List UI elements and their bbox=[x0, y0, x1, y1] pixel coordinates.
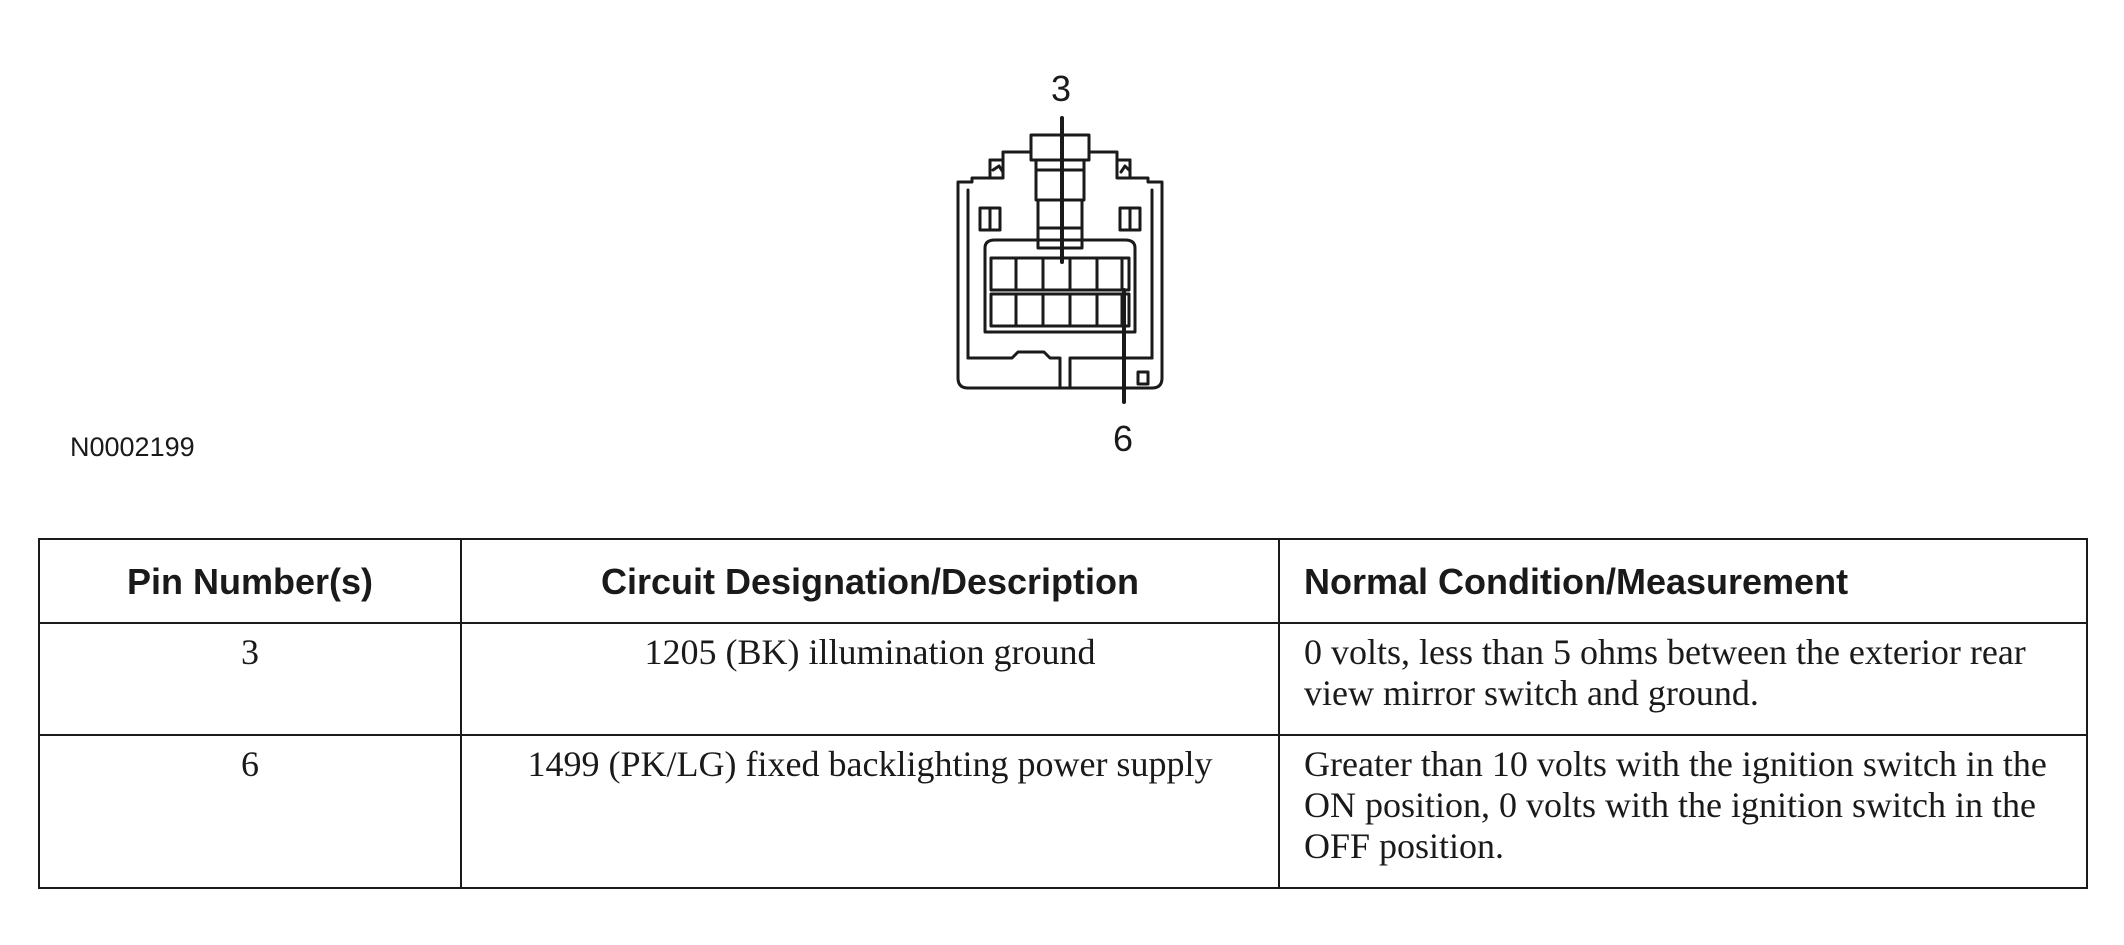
header-circuit-description: Circuit Designation/Description bbox=[460, 538, 1280, 624]
table-row: 3 1205 (BK) illumination ground 0 volts,… bbox=[38, 622, 2088, 736]
circuit-description-cell: 1205 (BK) illumination ground bbox=[460, 622, 1280, 736]
terminal-row-top bbox=[989, 256, 1131, 292]
left-clip-hook bbox=[991, 164, 1005, 174]
normal-condition-cell: 0 volts, less than 5 ohms between the ex… bbox=[1278, 622, 2088, 736]
cavity-frame bbox=[983, 238, 1137, 334]
header-pin-number: Pin Number(s) bbox=[38, 538, 462, 624]
right-clip bbox=[1115, 158, 1132, 180]
terminal-row-bottom bbox=[989, 292, 1131, 328]
base-notch bbox=[1136, 370, 1150, 386]
normal-condition-cell: Greater than 10 volts with the ignition … bbox=[1278, 734, 2088, 889]
connector-body-outline bbox=[956, 133, 1164, 390]
left-clip bbox=[988, 158, 1005, 180]
connector-diagram: 3 6 bbox=[956, 68, 1164, 459]
connector-drawing bbox=[956, 116, 1164, 404]
connector-base bbox=[966, 350, 1062, 390]
callout-label-3: 3 bbox=[1051, 68, 1072, 109]
figure-id: N0002199 bbox=[70, 432, 195, 462]
circuit-description-cell: 1499 (PK/LG) fixed backlighting power su… bbox=[460, 734, 1280, 889]
callout-label-6: 6 bbox=[1113, 418, 1134, 459]
header-normal-condition: Normal Condition/Measurement bbox=[1278, 538, 2088, 624]
pin-number-cell: 6 bbox=[38, 734, 462, 889]
table-row: 6 1499 (PK/LG) fixed backlighting power … bbox=[38, 734, 2088, 889]
right-clip-hook bbox=[1119, 164, 1131, 174]
pin-number-cell: 3 bbox=[38, 622, 462, 736]
pin-table: Pin Number(s) Circuit Designation/Descri… bbox=[38, 538, 2088, 889]
table-header-row: Pin Number(s) Circuit Designation/Descri… bbox=[38, 538, 2088, 624]
